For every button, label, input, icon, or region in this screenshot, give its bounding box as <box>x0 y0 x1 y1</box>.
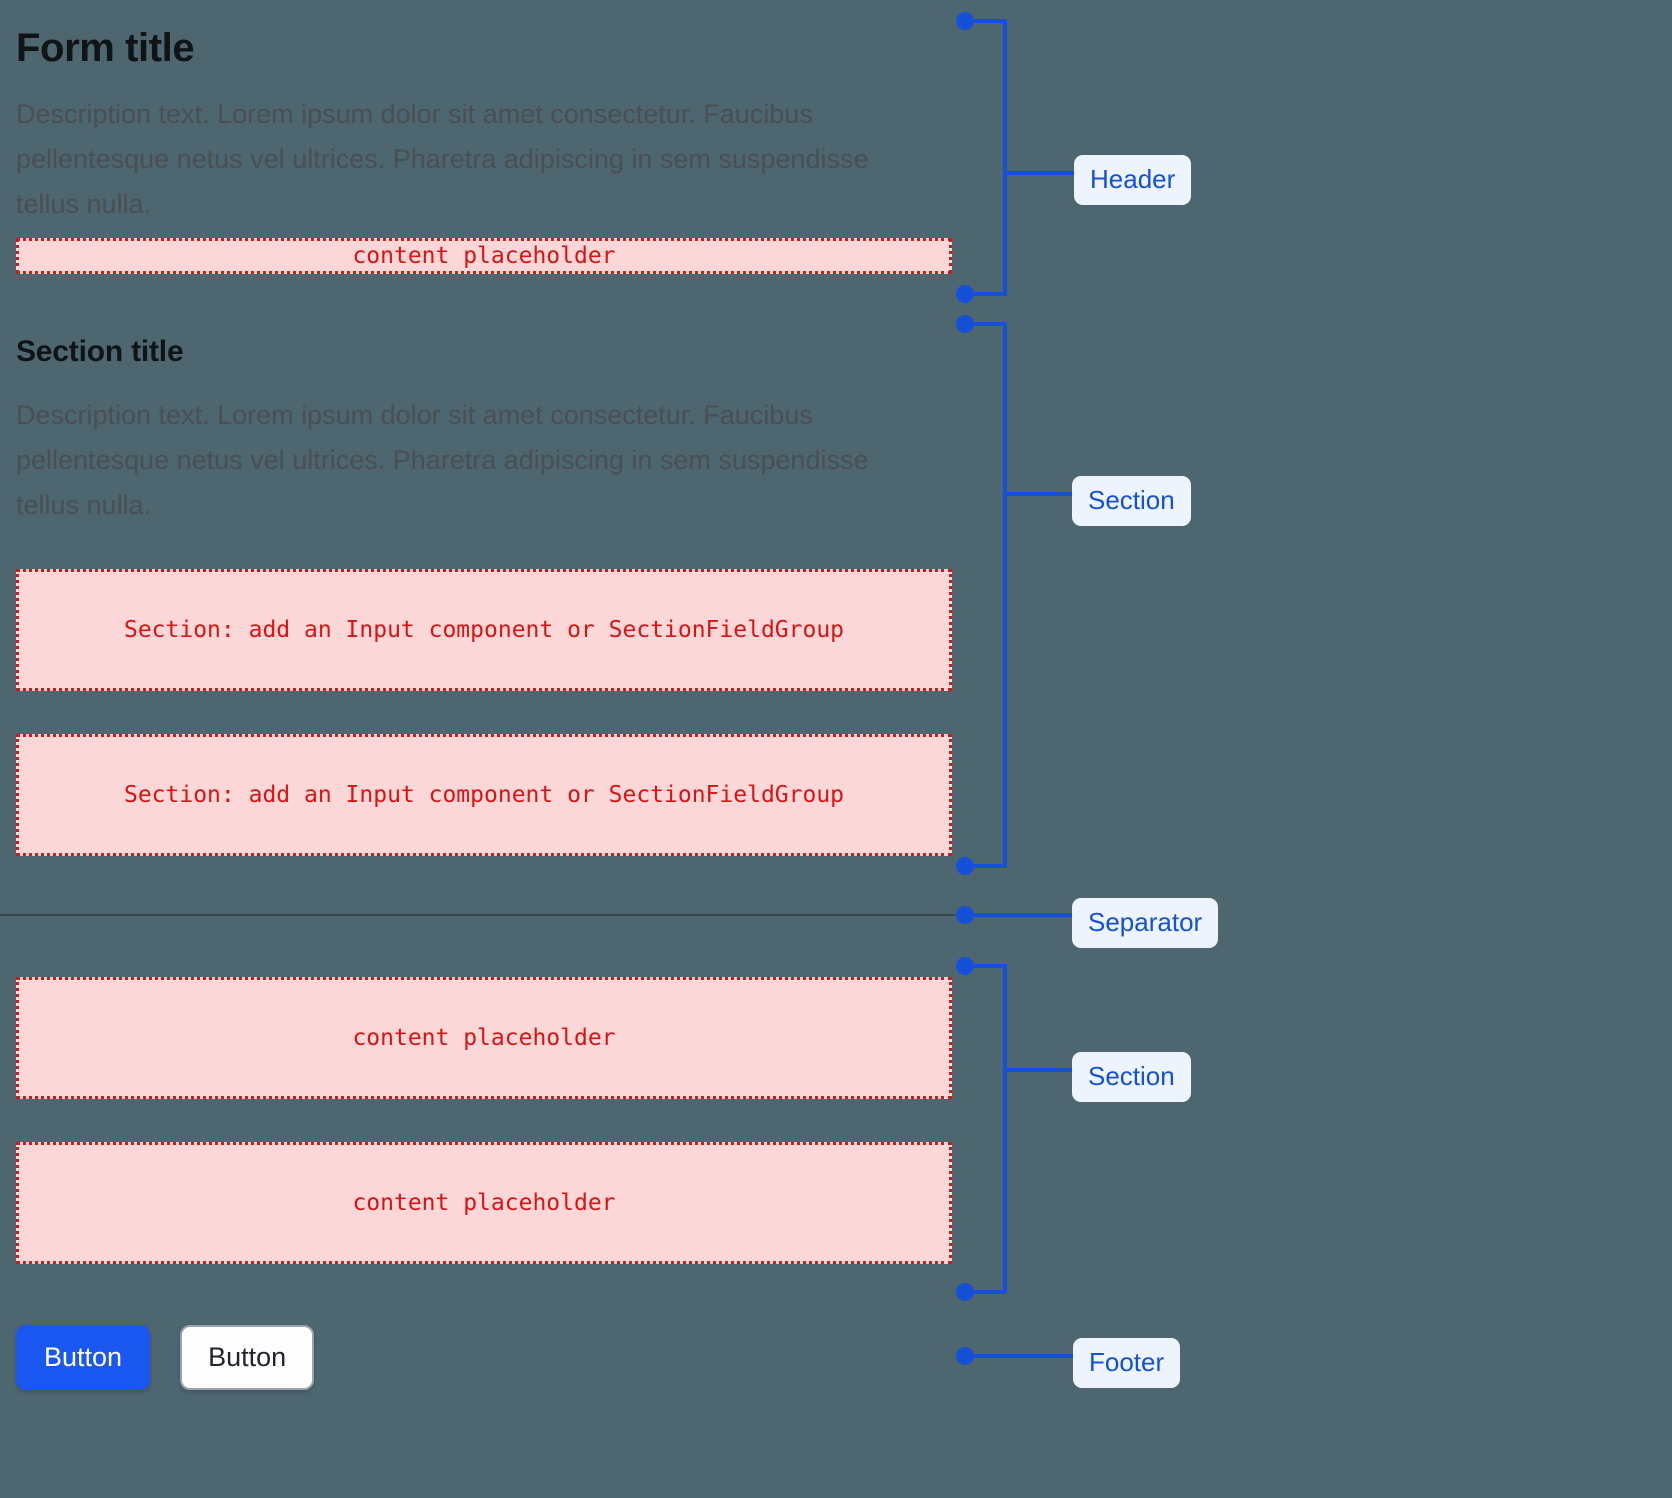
section-description: Description text. Lorem ipsum dolor sit … <box>16 400 869 520</box>
anchor-dot-section2-bottom <box>956 1283 974 1301</box>
separator-rule <box>0 914 958 916</box>
header-content-placeholder[interactable]: content placeholder <box>16 238 952 274</box>
section-title: Section title <box>16 335 184 368</box>
section-1-bracket <box>965 322 1007 868</box>
section-field-placeholder-1[interactable]: Section: add an Input component or Secti… <box>16 569 952 691</box>
anchor-dot-separator <box>956 906 974 924</box>
annotation-label-separator[interactable]: Separator <box>1072 898 1219 948</box>
annotation-anchor-dots <box>956 12 974 1365</box>
bottom-section-placeholder-2[interactable]: content placeholder <box>16 1142 952 1264</box>
anchor-dot-header-bottom <box>956 285 974 303</box>
primary-button[interactable]: Button <box>16 1325 151 1390</box>
annotation-label-section-1[interactable]: Section <box>1072 476 1191 526</box>
form-preview: Form title Description text. Lorem ipsum… <box>0 26 958 1390</box>
form-footer: Button Button <box>16 1325 315 1390</box>
annotation-label-section-2[interactable]: Section <box>1072 1052 1191 1102</box>
form-title: Form title <box>16 26 195 70</box>
annotation-label-header[interactable]: Header <box>1074 155 1192 205</box>
anchor-dot-section1-top <box>956 315 974 333</box>
secondary-button[interactable]: Button <box>180 1325 315 1390</box>
anchor-dot-header-top <box>956 12 974 30</box>
anchor-dot-section1-bottom <box>956 857 974 875</box>
section-field-placeholder-2[interactable]: Section: add an Input component or Secti… <box>16 734 952 856</box>
annotation-label-footer[interactable]: Footer <box>1073 1338 1181 1388</box>
bottom-section-placeholder-1[interactable]: content placeholder <box>16 977 952 1099</box>
anchor-dot-footer <box>956 1347 974 1365</box>
header-bracket <box>965 19 1007 296</box>
section-2-bracket <box>965 964 1007 1294</box>
anchor-dot-section2-top <box>956 957 974 975</box>
form-description: Description text. Lorem ipsum dolor sit … <box>16 99 869 219</box>
